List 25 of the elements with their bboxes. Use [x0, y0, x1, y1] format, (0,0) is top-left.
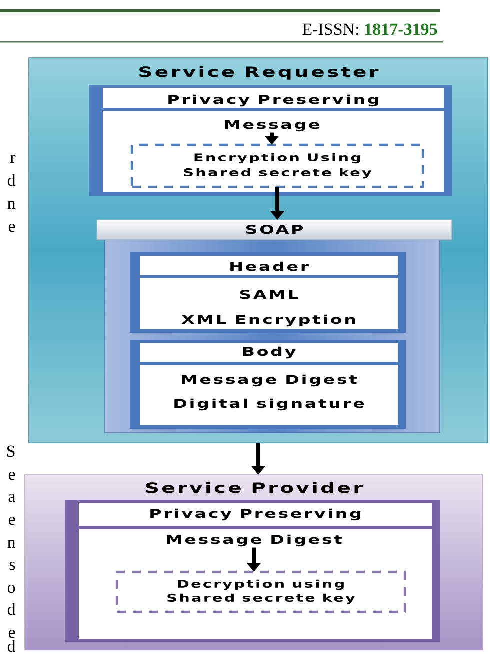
step-label: Message: [225, 120, 320, 132]
text-fragment: e: [8, 224, 16, 232]
frame-heading: Privacy Preserving: [150, 508, 360, 521]
text-fragment: e: [8, 630, 16, 638]
step-label: Message Digest: [167, 534, 342, 547]
issn-label: E-ISSN:: [302, 24, 358, 36]
dashed-box: Decryption using Shared secrete key: [116, 570, 406, 614]
text-fragment: e: [8, 472, 16, 480]
issn-number: 1817-3195: [366, 24, 438, 36]
text-fragment: e: [8, 516, 16, 526]
text-fragment: r: [10, 154, 16, 163]
text-fragment: d: [8, 640, 16, 652]
dashed-box: Encryption Using Shared secrete key: [130, 144, 424, 188]
frame-heading: Privacy Preserving: [168, 94, 378, 107]
text-fragment: n: [8, 540, 16, 548]
text-fragment: a: [8, 494, 16, 502]
panel-title: Service Requester: [140, 66, 379, 80]
panel-title: Service Provider: [146, 482, 363, 494]
text-fragment: d: [8, 603, 16, 616]
text-fragment: S: [8, 446, 15, 458]
bar-title: SOAP: [246, 225, 303, 234]
text-fragment: n: [8, 200, 16, 209]
text-fragment: s: [10, 562, 16, 570]
text-fragment: o: [8, 584, 16, 594]
text-fragment: d: [8, 174, 16, 186]
